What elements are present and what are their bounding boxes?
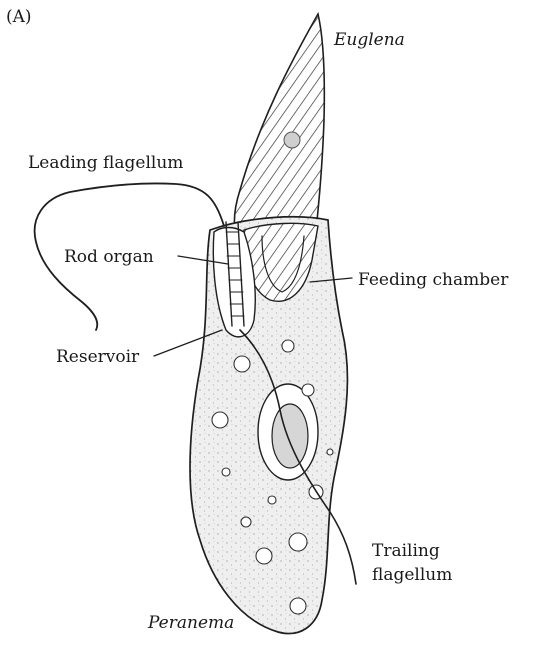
trailing-flagellum-label-line2: flagellum [372,565,452,585]
panel-label: (A) [6,7,32,27]
peranema-label: Peranema [147,613,234,633]
trailing-flagellum-label-line1: Trailing [372,541,440,561]
euglena-label: Euglena [333,30,405,50]
nucleus [258,384,318,480]
euglena-eyespot [284,132,300,148]
leading-flagellum-label: Leading flagellum [28,153,183,173]
feeding-chamber-label: Feeding chamber [358,270,509,290]
rod-organ-label: Rod organ [64,247,154,267]
reservoir-label: Reservoir [56,347,140,367]
